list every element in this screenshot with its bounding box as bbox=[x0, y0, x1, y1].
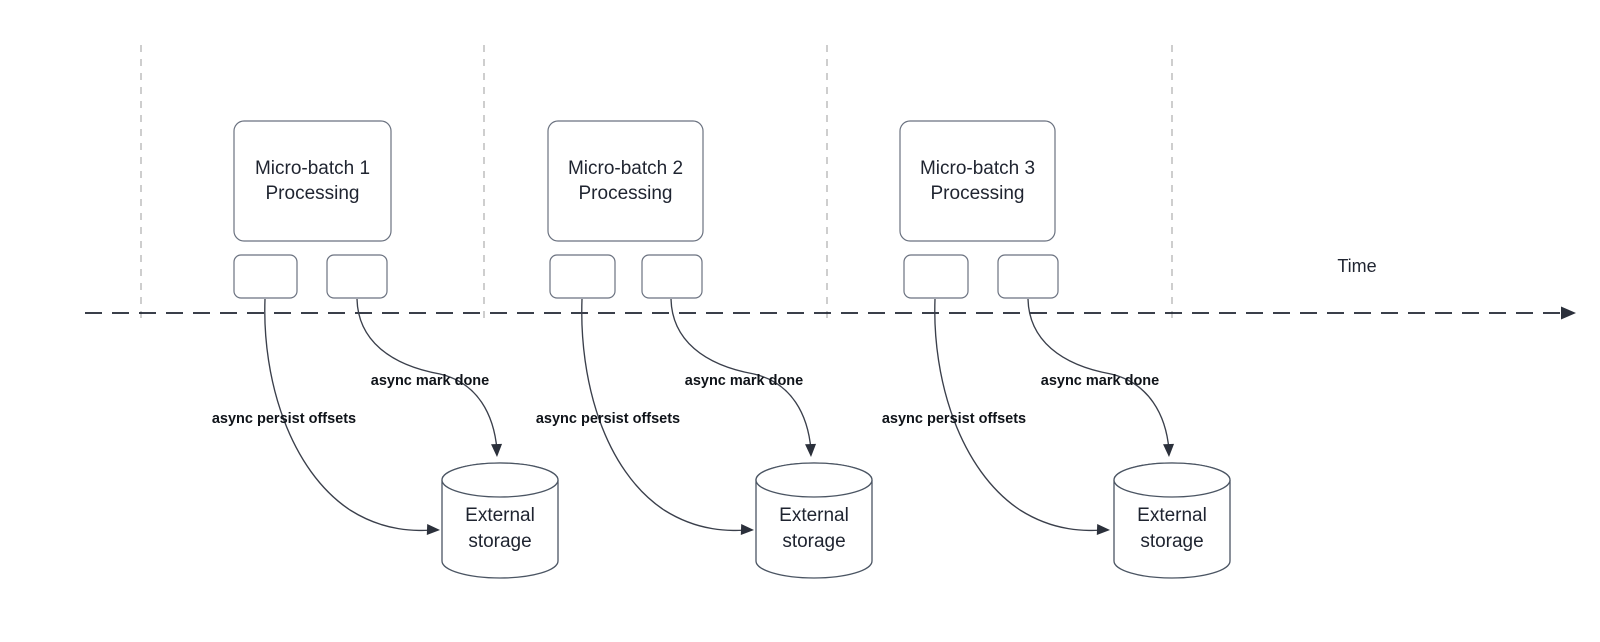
time-axis-label: Time bbox=[1337, 256, 1376, 276]
micro-batch-label-line1: Micro-batch 1 bbox=[255, 158, 370, 179]
micro-batch-label-line2: Processing bbox=[931, 183, 1025, 204]
external-storage-cylinder-top bbox=[441, 462, 559, 498]
persist-offsets-task-box[interactable] bbox=[903, 254, 969, 299]
micro-batch-box[interactable] bbox=[547, 120, 704, 242]
async-mark-done-arrow-head bbox=[1163, 443, 1175, 457]
external-storage-label-line2: storage bbox=[468, 531, 531, 552]
micro-batch-label-line1: Micro-batch 2 bbox=[568, 158, 683, 179]
async-persist-offsets-arrow-head bbox=[426, 524, 440, 536]
external-storage-label-line2: storage bbox=[782, 531, 845, 552]
async-persist-offsets-curve bbox=[934, 298, 1108, 532]
async-mark-done-label: async mark done bbox=[1041, 373, 1159, 389]
async-mark-done-label: async mark done bbox=[685, 373, 803, 389]
async-mark-done-label: async mark done bbox=[371, 373, 489, 389]
timeline-axis-group: Time bbox=[85, 256, 1576, 320]
micro-batch-box[interactable] bbox=[233, 120, 392, 242]
separator-lines-group bbox=[140, 45, 1173, 322]
async-mark-done-arrow-head bbox=[491, 443, 503, 457]
async-persist-offsets-curve bbox=[264, 298, 438, 532]
async-persist-offsets-curve bbox=[581, 298, 752, 532]
async-persist-offsets-label: async persist offsets bbox=[212, 411, 356, 427]
external-storage-label-line1: External bbox=[1137, 505, 1207, 526]
async-persist-offsets-arrow-head bbox=[740, 524, 754, 536]
async-mark-done-arrow-head bbox=[805, 443, 817, 457]
async-persist-offsets-arrow-head bbox=[1096, 524, 1110, 536]
external-storage-label-line2: storage bbox=[1140, 531, 1203, 552]
micro-batch-label-line2: Processing bbox=[266, 183, 360, 204]
async-mark-done-curve bbox=[356, 298, 498, 451]
external-storage-cylinder-top bbox=[755, 462, 873, 498]
micro-batch-label-line1: Micro-batch 3 bbox=[920, 158, 1035, 179]
external-storage-label-line1: External bbox=[779, 505, 849, 526]
async-mark-done-curve bbox=[1027, 298, 1170, 451]
async-mark-done-curve bbox=[670, 298, 812, 451]
persist-offsets-task-box[interactable] bbox=[233, 254, 298, 299]
timeline-arrow-head bbox=[1561, 306, 1576, 320]
external-storage-cylinder-top bbox=[1113, 462, 1231, 498]
mark-done-task-box[interactable] bbox=[326, 254, 388, 299]
async-persist-offsets-label: async persist offsets bbox=[536, 411, 680, 427]
persist-offsets-task-box[interactable] bbox=[549, 254, 616, 299]
async-persist-offsets-label: async persist offsets bbox=[882, 411, 1026, 427]
micro-batch-box[interactable] bbox=[899, 120, 1056, 242]
mark-done-task-box[interactable] bbox=[641, 254, 703, 299]
external-storage-label-line1: External bbox=[465, 505, 535, 526]
micro-batch-label-line2: Processing bbox=[579, 183, 673, 204]
mark-done-task-box[interactable] bbox=[997, 254, 1059, 299]
